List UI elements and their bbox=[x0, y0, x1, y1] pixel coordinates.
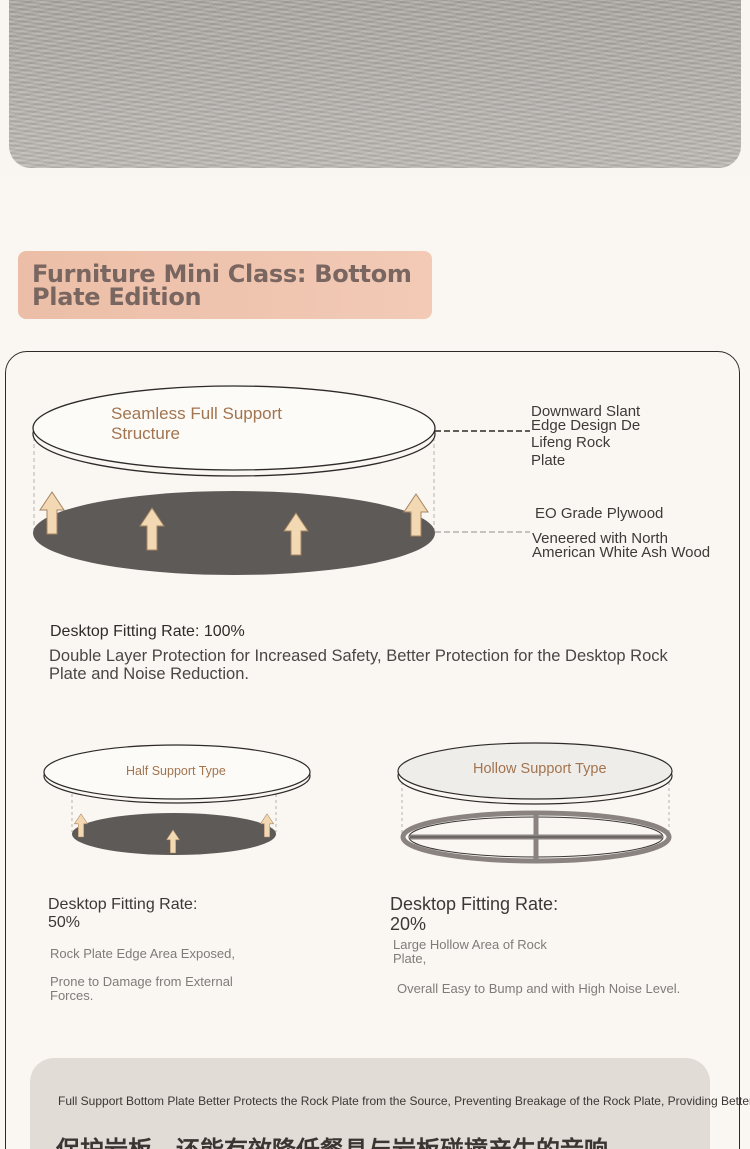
hollow-support-desc-2: Overall Easy to Bump and with High Noise… bbox=[397, 981, 681, 996]
callout-slant-line-4: Plate bbox=[531, 452, 566, 469]
hollow-support-diagram bbox=[397, 742, 673, 864]
callout-slant-line-1: Downward Slant bbox=[531, 403, 641, 420]
section-title-badge: Furniture Mini Class: Bottom Plate Editi… bbox=[18, 251, 432, 319]
product-photo bbox=[9, 0, 741, 168]
half-support-desc-2: Prone to Damage from External Forces. bbox=[50, 974, 233, 1003]
comparison-frame bbox=[5, 351, 740, 1149]
full-support-diagram bbox=[32, 385, 530, 575]
half-support-desc-1: Rock Plate Edge Area Exposed, bbox=[50, 946, 236, 961]
callout-slant-line-2: Edge Design De bbox=[531, 417, 641, 434]
callout-slant-line-3: Lifeng Rock bbox=[531, 434, 611, 451]
full-support-rate: Desktop Fitting Rate: 100% bbox=[50, 623, 245, 640]
half-top-plate bbox=[43, 744, 311, 800]
half-support-diagram bbox=[43, 744, 311, 855]
full-support-label: Seamless Full Support Structure bbox=[111, 404, 283, 443]
hollow-top-plate bbox=[397, 742, 673, 800]
half-support-label: Half Support Type bbox=[126, 764, 226, 778]
hollow-frame-ring bbox=[400, 810, 672, 864]
summary-line-cn: 保护岩板，还能有效降低餐具与岩板碰撞产生的音响 bbox=[56, 1130, 608, 1149]
hollow-support-label: Hollow Support Type bbox=[473, 761, 607, 777]
summary-line-en: Full Support Bottom Plate Better Protect… bbox=[58, 1094, 750, 1108]
hollow-support-rate: Desktop Fitting Rate: 20% bbox=[390, 894, 559, 934]
rock-plate-top bbox=[32, 385, 436, 471]
callout-plywood-3: American White Ash Wood bbox=[532, 544, 711, 561]
content-background bbox=[0, 176, 750, 1149]
bottom-plate bbox=[33, 491, 435, 575]
half-support-rate: Desktop Fitting Rate: 50% bbox=[48, 896, 198, 931]
hollow-support-desc-1: Large Hollow Area of Rock Plate, bbox=[393, 937, 547, 966]
callout-plywood-2: Veneered with North bbox=[532, 530, 668, 547]
full-support-description: Double Layer Protection for Increased Sa… bbox=[49, 647, 668, 683]
callout-slant-edge: Downward Slant Edge Design De Lifeng Roc… bbox=[531, 403, 661, 469]
summary-panel: Full Support Bottom Plate Better Protect… bbox=[30, 1058, 750, 1149]
section-title: Furniture Mini Class: Bottom Plate Editi… bbox=[32, 260, 412, 311]
callout-plywood-1: EO Grade Plywood bbox=[535, 505, 664, 522]
